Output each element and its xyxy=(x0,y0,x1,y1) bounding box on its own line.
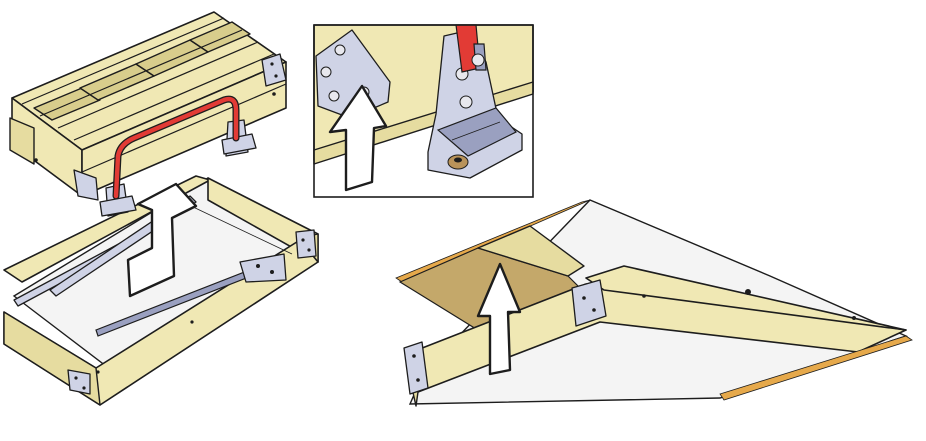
up-arrow-icon xyxy=(476,262,522,376)
hinge-bracket-icon xyxy=(403,341,429,395)
gas-strut-icon xyxy=(13,195,287,337)
hinge-bracket-icon xyxy=(73,169,99,201)
bolt-icon xyxy=(447,154,469,170)
hatch-box xyxy=(3,175,319,406)
folded-ladder xyxy=(9,11,287,217)
ladder-box-open-panel xyxy=(3,11,319,406)
hinge-bracket-icon xyxy=(67,369,91,395)
hinge-detail-inset-panel xyxy=(313,24,534,198)
hinge-bracket-icon xyxy=(427,29,523,179)
up-arrow-icon xyxy=(126,182,198,298)
hinge-bracket-icon xyxy=(99,183,137,217)
up-arrow-icon xyxy=(328,84,388,192)
hinge-bracket-icon xyxy=(261,53,287,87)
hinge-bracket-icon xyxy=(571,279,607,327)
hinge-bracket-icon xyxy=(295,229,317,259)
hatch-lift-panel xyxy=(395,199,913,407)
red-handle xyxy=(112,95,240,200)
